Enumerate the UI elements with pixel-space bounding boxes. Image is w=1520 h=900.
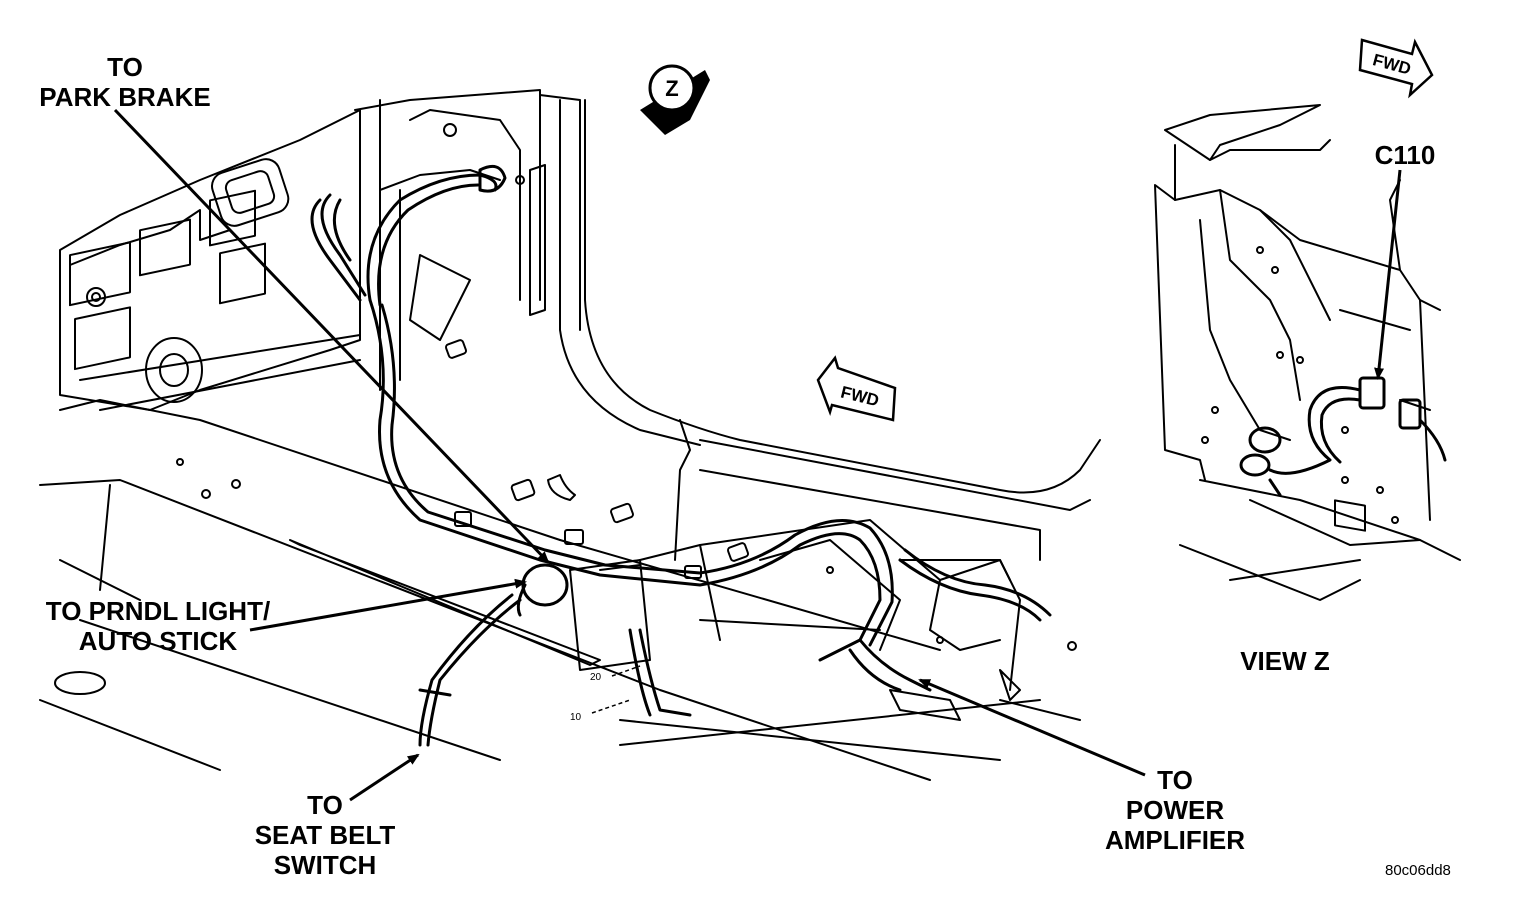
- label-view-z: VIEW Z: [1240, 646, 1330, 676]
- pointer-arrows: [113, 108, 1402, 802]
- arrow-park-brake: [113, 108, 550, 564]
- view-z-marker: Z: [640, 64, 710, 135]
- fwd-arrow-main: FWD: [816, 355, 897, 422]
- view-z-inset: [1154, 104, 1461, 601]
- arrow-c110: [1374, 169, 1402, 380]
- arrow-prndl: [249, 578, 527, 632]
- fwd-arrow-inset: FWD: [1358, 38, 1434, 99]
- wiring-harness: [310, 164, 1052, 747]
- part-number-10: 10: [570, 712, 582, 723]
- label-c110-connector: C110: [1374, 140, 1436, 170]
- arrow-power-amp: [918, 678, 1146, 777]
- label-prndl-light: TO PRNDL LIGHT/ AUTO STICK: [45, 596, 271, 656]
- figure-code: 80c06dd8: [1385, 862, 1451, 879]
- arrow-seat-belt: [349, 753, 420, 802]
- part-number-20: 20: [590, 672, 602, 683]
- floor-rocker: [39, 399, 1081, 781]
- door-opening: [559, 99, 1101, 561]
- label-power-amplifier: TO POWER AMPLIFIER: [1104, 765, 1246, 855]
- label-seat-belt-switch: TO SEAT BELT SWITCH: [254, 790, 396, 880]
- label-park-brake: TO PARK BRAKE: [39, 52, 211, 112]
- view-marker-letter: Z: [665, 76, 678, 101]
- b-pillar: [354, 89, 581, 391]
- door-panel: [59, 109, 361, 411]
